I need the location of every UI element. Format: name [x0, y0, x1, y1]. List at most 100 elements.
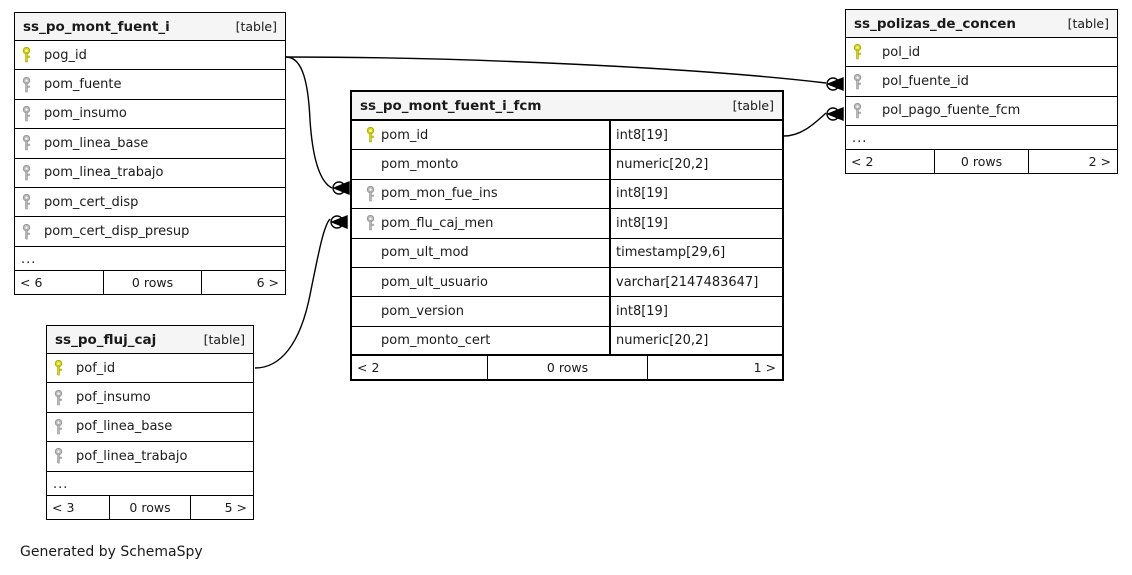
column-row[interactable]: pog_id	[15, 41, 285, 71]
more-columns-indicator: ...	[846, 126, 1117, 151]
table-header: ss_po_mont_fuent_i_fcm [table]	[352, 92, 782, 121]
edge-pog-id-to-pol-fuente-id	[285, 56, 827, 84]
column-row[interactable]: pom_insumo	[15, 100, 285, 130]
crowsfoot-marker	[826, 106, 844, 122]
column-row[interactable]: pom_mon_fue_ins int8[19]	[352, 179, 782, 210]
column-name: pom_monto_cert	[381, 332, 491, 348]
table-footer: < 2 0 rows 2 >	[846, 150, 1117, 174]
column-name: pom_linea_trabajo	[44, 165, 164, 181]
column-row[interactable]: pom_cert_disp	[15, 188, 285, 218]
table-type-tag: [table]	[1067, 16, 1109, 31]
column-row[interactable]: pol_pago_fuente_fcm	[846, 97, 1117, 127]
foreign-key-icon	[47, 413, 69, 441]
more-columns-indicator: ...	[47, 472, 253, 496]
column-row[interactable]: pom_ult_mod timestamp[29,6]	[352, 238, 782, 268]
foreign-key-icon	[359, 215, 381, 231]
column-row[interactable]: pom_flu_caj_men int8[19]	[352, 209, 782, 239]
column-row[interactable]: pom_linea_trabajo	[15, 159, 285, 188]
table-ss-po-fluj-caj[interactable]: ss_po_fluj_caj [table] pof_id pof_insumo…	[46, 325, 254, 520]
column-name: pom_ult_mod	[381, 245, 469, 261]
column-name: pol_fuente_id	[882, 74, 969, 90]
column-row[interactable]: pom_ult_usuario varchar[2147483647]	[352, 267, 782, 298]
column-name: pom_flu_caj_men	[381, 215, 494, 231]
foreign-key-icon	[15, 217, 37, 245]
column-row[interactable]: pom_monto numeric[20,2]	[352, 150, 782, 180]
next-page-button[interactable]: 6 >	[256, 274, 279, 290]
crowsfoot-marker	[332, 180, 350, 196]
table-ss-po-mont-fuent-i-fcm[interactable]: ss_po_mont_fuent_i_fcm [table] pom_id in…	[350, 90, 784, 382]
column-name: pom_version	[381, 304, 464, 320]
table-type-tag: [table]	[732, 98, 774, 113]
table-title: ss_po_mont_fuent_i_fcm	[360, 97, 542, 114]
column-type: timestamp[29,6]	[609, 238, 782, 267]
foreign-key-icon	[15, 70, 37, 98]
table-ss-polizas-de-concen[interactable]: ss_polizas_de_concen [table] pol_id pol_…	[845, 9, 1118, 175]
column-row[interactable]: pol_fuente_id	[846, 67, 1117, 97]
column-row[interactable]: pol_id	[846, 38, 1117, 68]
column-name: pom_cert_disp_presup	[44, 224, 190, 240]
generated-by-caption: Generated by SchemaSpy	[20, 544, 203, 560]
column-row[interactable]: pom_cert_disp_presup	[15, 217, 285, 247]
column-name: pof_linea_base	[76, 419, 173, 435]
table-header: ss_polizas_de_concen [table]	[846, 10, 1117, 38]
column-name: pof_insumo	[76, 390, 151, 406]
row-count-label: 0 rows	[487, 356, 648, 380]
row-count-label: 0 rows	[934, 150, 1029, 174]
column-row[interactable]: pom_fuente	[15, 70, 285, 100]
column-row[interactable]: pom_linea_base	[15, 129, 285, 159]
foreign-key-icon	[15, 159, 37, 187]
table-footer: < 6 0 rows 6 >	[15, 270, 285, 294]
edge-pom-id-to-pol-pago-fuente-fcm	[783, 112, 827, 137]
primary-key-icon	[15, 41, 37, 69]
foreign-key-icon	[47, 383, 69, 411]
foreign-key-icon	[846, 67, 868, 95]
table-type-tag: [table]	[203, 332, 245, 347]
column-name: pof_linea_trabajo	[76, 448, 188, 464]
column-name: pom_mon_fue_ins	[381, 186, 498, 202]
column-type: int8[19]	[609, 209, 782, 238]
edge-pog-id-to-pom-mon-fue-ins	[285, 56, 333, 189]
prev-page-button[interactable]: < 2	[851, 154, 874, 170]
table-header: ss_po_mont_fuent_i [table]	[15, 13, 285, 41]
column-row[interactable]: pom_monto_cert numeric[20,2]	[352, 326, 782, 357]
column-row[interactable]: pof_linea_base	[47, 413, 253, 443]
column-name: pom_cert_disp	[44, 194, 139, 210]
primary-key-icon	[359, 127, 381, 143]
primary-key-icon	[47, 354, 69, 382]
column-name: pol_id	[882, 44, 921, 60]
zero-marker	[826, 107, 840, 121]
next-page-button[interactable]: 1 >	[753, 360, 776, 376]
column-row[interactable]: pof_linea_trabajo	[47, 442, 253, 472]
column-name: pom_fuente	[44, 77, 122, 93]
column-name: pom_monto	[381, 157, 459, 173]
row-count-label: 0 rows	[109, 495, 191, 519]
column-name: pom_linea_base	[44, 135, 149, 151]
column-type: int8[19]	[609, 297, 782, 326]
crowsfoot-marker	[330, 214, 348, 230]
table-ss-po-mont-fuent-i[interactable]: ss_po_mont_fuent_i [table] pog_id pom_fu…	[14, 12, 286, 295]
foreign-key-icon	[846, 97, 868, 125]
table-title: ss_po_mont_fuent_i	[23, 18, 170, 35]
column-type: int8[19]	[609, 121, 782, 150]
row-count-label: 0 rows	[103, 270, 202, 294]
column-row[interactable]: pof_insumo	[47, 383, 253, 413]
zero-marker	[330, 215, 344, 229]
table-title: ss_po_fluj_caj	[55, 331, 157, 348]
table-footer: < 3 0 rows 5 >	[47, 495, 253, 519]
column-type: int8[19]	[609, 179, 782, 209]
foreign-key-icon	[47, 442, 69, 470]
column-row[interactable]: pom_version int8[19]	[352, 297, 782, 327]
prev-page-button[interactable]: < 3	[52, 499, 75, 515]
prev-page-button[interactable]: < 2	[357, 360, 380, 376]
primary-key-icon	[846, 38, 868, 66]
column-name: pom_ult_usuario	[381, 274, 488, 290]
column-row[interactable]: pof_id	[47, 354, 253, 384]
column-name: pom_id	[381, 127, 429, 143]
crowsfoot-marker	[826, 76, 844, 92]
next-page-button[interactable]: 2 >	[1088, 154, 1111, 170]
column-type: varchar[2147483647]	[609, 267, 782, 297]
prev-page-button[interactable]: < 6	[20, 274, 43, 290]
next-page-button[interactable]: 5 >	[224, 499, 247, 515]
column-row[interactable]: pom_id int8[19]	[352, 121, 782, 151]
